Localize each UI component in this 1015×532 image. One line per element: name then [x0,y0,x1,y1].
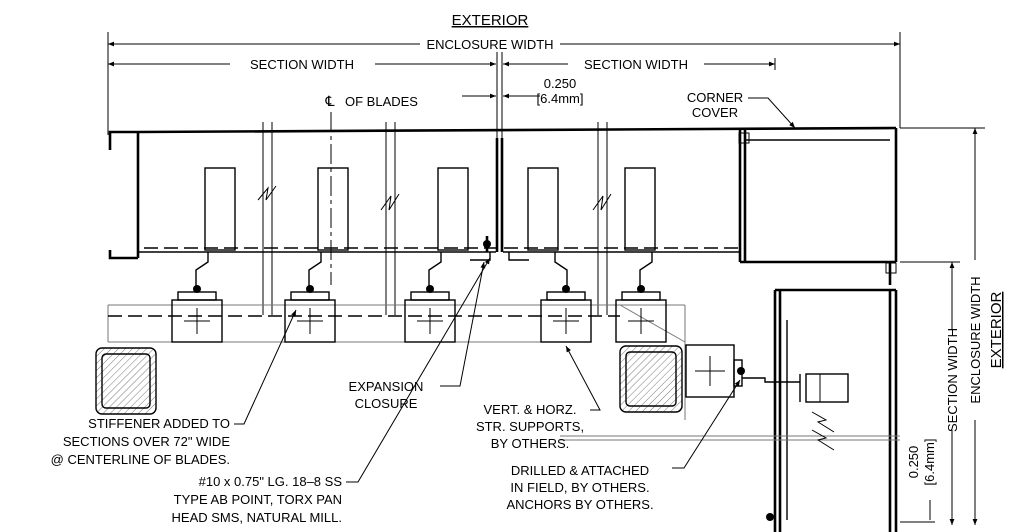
stiffener-label-1: STIFFENER ADDED TO [88,416,230,431]
section-width-left-label: SECTION WIDTH [250,57,354,72]
break-lines [257,122,612,315]
drilled-label-1: DRILLED & ATTACHED [511,463,649,478]
screw-label-1: #10 x 0.75" LG. 18–8 SS [199,474,343,489]
hss-tube-left [95,347,157,415]
blade [317,167,349,251]
callout-expansion-closure: EXPANSION CLOSURE [349,261,486,411]
drilled-label-2: IN FIELD, BY OTHERS. [510,480,649,495]
screw-label-2: TYPE AB POINT, TORX PAN [174,492,342,507]
gap-dimension-mm: [6.4mm] [537,91,584,106]
gap-dimension: 0.250 [544,76,577,91]
clip-bracket [540,252,592,343]
top-dimensions: EXTERIOR ENCLOSURE WIDTH SECTION WIDTH S… [107,12,901,285]
blade [527,167,559,251]
clip-bracket [615,252,667,343]
enclosure-width-side-label: ENCLOSURE WIDTH [968,276,983,403]
clip-bracket [284,252,336,343]
gap-dimension-mm-side: [6.4mm] [922,439,937,486]
side-detail [560,288,900,532]
blade [204,167,236,251]
supports-label-2: STR. SUPPORTS, [476,419,584,434]
enclosure-width-top-label: ENCLOSURE WIDTH [426,37,553,52]
callout-screw: #10 x 0.75" LG. 18–8 SS TYPE AB POINT, T… [172,257,491,525]
section-width-right-label: SECTION WIDTH [584,57,688,72]
side-dimensions: EXTERIOR ENCLOSURE WIDTH SECTION WIDTH 0… [900,127,1005,525]
drilled-label-3: ANCHORS BY OTHERS. [506,497,653,512]
supports-label-1: VERT. & HORZ. [484,402,577,417]
expansion-label-2: CLOSURE [355,396,418,411]
blade [624,167,656,251]
callout-drilled: DRILLED & ATTACHED IN FIELD, BY OTHERS. … [506,379,741,512]
supports-label-3: BY OTHERS. [491,436,570,451]
enclosure-frame [108,126,898,285]
corner-cover-label-1: CORNER [687,90,743,105]
louver-blades [204,167,656,251]
stiffener-label-3: @ CENTERLINE OF BLADES. [51,452,230,467]
hss-tube-right [619,345,683,413]
blade-clips [171,252,667,343]
corner-cover-label-2: COVER [692,105,738,120]
centerline-symbol: ℄ [325,93,335,109]
screw-label-3: HEAD SMS, NATURAL MILL. [172,510,342,525]
centerline-blades-label: OF BLADES [345,94,418,109]
expansion-label-1: EXPANSION [349,379,424,394]
exterior-side-label: EXTERIOR [988,291,1005,368]
exterior-top-label: EXTERIOR [452,12,529,29]
callout-stiffener: STIFFENER ADDED TO SECTIONS OVER 72" WID… [51,309,297,467]
section-width-side-label: SECTION WIDTH [945,328,960,432]
blade [437,167,469,251]
callout-supports: VERT. & HORZ. STR. SUPPORTS, BY OTHERS. [476,345,601,451]
stiffener-label-2: SECTIONS OVER 72" WIDE [63,434,230,449]
clip-bracket [404,252,456,343]
clip-bracket [171,252,223,343]
gap-dimension-side: 0.250 [906,446,921,479]
expansion-closure [470,236,529,261]
